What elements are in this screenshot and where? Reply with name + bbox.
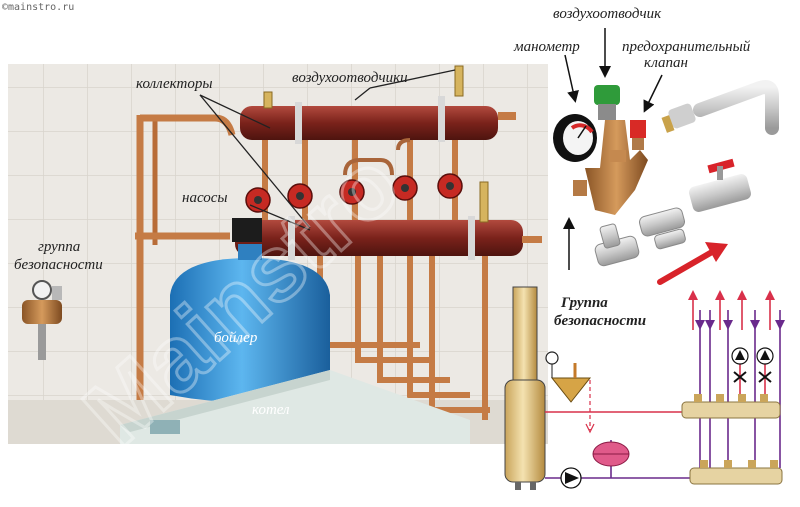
safety-group-photo [22,280,62,360]
boiler-unit [120,370,470,444]
label-pumps: насосы [182,190,228,206]
label-manometer: манометр [514,39,580,55]
heating-schematic [504,286,785,490]
label-schematic-safety-1: Группа [561,295,608,311]
ball-valve [689,158,751,212]
label-relief-valve-1: предохранительный [622,39,751,55]
label-safety-group-2: безопасности [14,257,103,273]
expansion-tank [592,440,630,478]
manometer-gauge [553,114,597,162]
photo-boiler-room [8,64,548,444]
label-relief-valve-2: клапан [644,55,688,71]
label-air-vents: воздухоотводчики [292,70,408,86]
schematic-pumps [731,347,774,383]
safety-group-parts [553,28,779,285]
label-boiler-tank: бойлер [214,330,258,346]
label-safety-group-1: группа [38,239,81,255]
label-collectors: коллекторы [136,76,213,92]
label-schematic-safety-2: безопасности [554,313,647,329]
site-watermark: ©mainstro.ru [2,2,75,13]
label-air-vent: воздухоотводчик [553,6,662,22]
label-boiler: котел [252,402,290,418]
blue-tank [170,244,330,403]
